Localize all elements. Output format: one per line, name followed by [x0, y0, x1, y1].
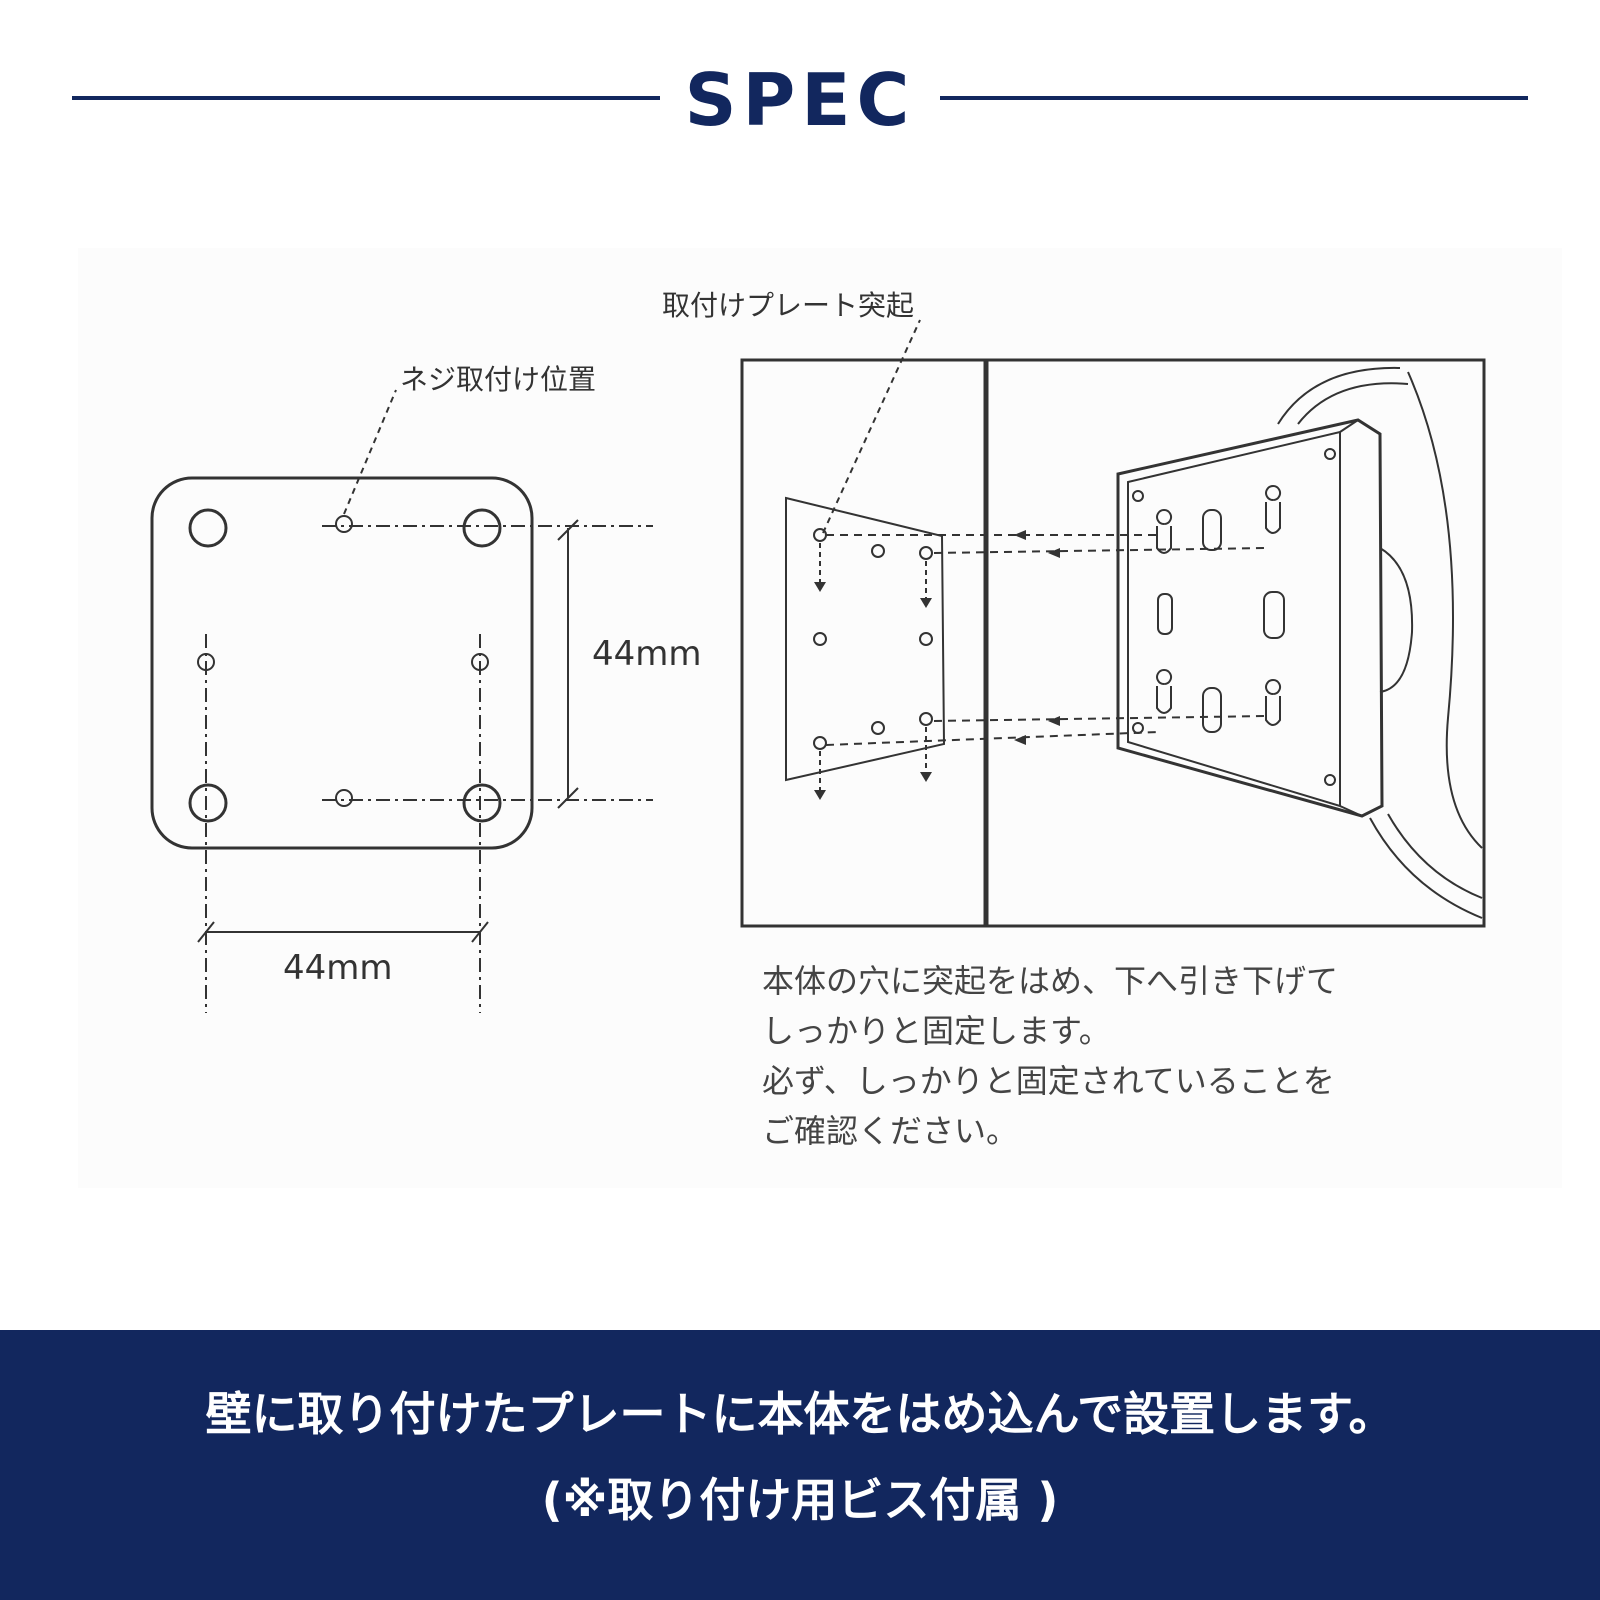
install-panel: [740, 358, 1486, 928]
monitor-body: [1277, 366, 1401, 425]
screw-position-label: ネジ取付け位置: [400, 363, 597, 396]
spec-header: SPEC: [0, 0, 1600, 200]
caption-line: 本体の穴に突起をはめ、下へ引き下げて: [762, 962, 1339, 1000]
header-rule-left: [72, 96, 660, 100]
caption-line: ご確認ください。: [762, 1112, 1019, 1150]
caption-line: 必ず、しっかりと固定されていることを: [762, 1062, 1335, 1100]
mounting-diagram: ネジ取付け位置 取付けプレート突起 44mm 44mm 本体の穴に突起をはめ、下…: [78, 248, 1562, 1188]
vertical-dimension-label: 44mm: [592, 634, 702, 674]
header-rule-right: [940, 96, 1528, 100]
plate-hole-top-left: [188, 508, 228, 548]
mount-plate-outline: [150, 476, 534, 850]
page-title: SPEC: [684, 58, 916, 142]
screw-label-leader: [343, 389, 397, 515]
footer-note: (※取り付け用ビス付属 ): [541, 1473, 1059, 1527]
caption-line: しっかりと固定します。: [762, 1012, 1111, 1050]
mounting-diagram-drawing: [150, 319, 1486, 1013]
footer-banner: 壁に取り付けたプレートに本体をはめ込んで設置します。 (※取り付け用ビス付属 ): [0, 1330, 1600, 1600]
plate-hole-top-right: [462, 508, 502, 548]
screw-hole-bottom: [335, 789, 353, 807]
footer-description: 壁に取り付けたプレートに本体をはめ込んで設置します。: [205, 1387, 1395, 1441]
horizontal-dimension-label: 44mm: [283, 948, 393, 988]
plate-protrusion-label: 取付けプレート突起: [662, 289, 915, 322]
screw-hole-top: [335, 515, 353, 533]
wall-plate: [785, 496, 946, 782]
unit-back-inner: [1127, 430, 1341, 808]
protrusion-label-leader: [822, 319, 921, 534]
plate-hole-bottom-right: [462, 783, 502, 823]
plate-hole-bottom-left: [188, 783, 228, 823]
install-caption: 本体の穴に突起をはめ、下へ引き下げて しっかりと固定します。 必ず、しっかりと固…: [762, 956, 1482, 1156]
